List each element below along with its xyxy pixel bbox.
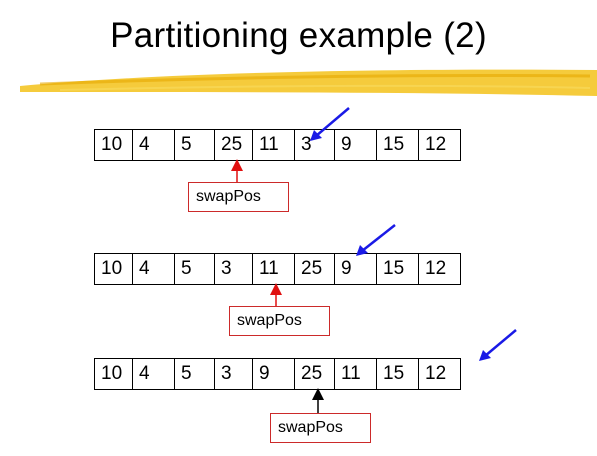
array-cell: 12	[419, 254, 461, 284]
array-cell: 15	[377, 254, 419, 284]
array-cell: 9	[335, 254, 377, 284]
array-cell: 11	[335, 359, 377, 389]
array-cell: 15	[377, 359, 419, 389]
array-cell: 10	[95, 359, 133, 389]
array-row-1: 10 4 5 25 11 3 9 15 12	[94, 129, 461, 161]
scan-pointer-arrow	[479, 329, 517, 361]
array-cell: 3	[295, 130, 335, 160]
array-cell: 25	[295, 359, 335, 389]
array-cell: 25	[295, 254, 335, 284]
array-row-3: 10 4 5 3 9 25 11 15 12	[94, 358, 461, 390]
array-cell: 4	[133, 359, 175, 389]
array-cell: 9	[335, 130, 377, 160]
swappos-label: swapPos	[229, 306, 330, 336]
array-cell: 12	[419, 130, 461, 160]
scan-pointer-arrow	[356, 224, 396, 256]
swappos-label: swapPos	[188, 182, 289, 212]
array-cell: 5	[175, 130, 215, 160]
array-cell: 3	[215, 359, 253, 389]
slide-title: Partitioning example (2)	[110, 16, 487, 55]
array-cell: 5	[175, 254, 215, 284]
swappos-label: swapPos	[270, 413, 371, 443]
array-cell: 12	[419, 359, 461, 389]
array-cell: 10	[95, 130, 133, 160]
array-cell: 5	[175, 359, 215, 389]
array-cell: 15	[377, 130, 419, 160]
array-cell: 9	[253, 359, 295, 389]
array-cell: 4	[133, 130, 175, 160]
scan-pointer-arrow	[310, 107, 350, 141]
array-cell: 11	[253, 254, 295, 284]
array-cell: 11	[253, 130, 295, 160]
highlighter-stroke	[20, 69, 597, 96]
array-cell: 3	[215, 254, 253, 284]
array-cell: 25	[215, 130, 253, 160]
array-cell: 4	[133, 254, 175, 284]
array-cell: 10	[95, 254, 133, 284]
